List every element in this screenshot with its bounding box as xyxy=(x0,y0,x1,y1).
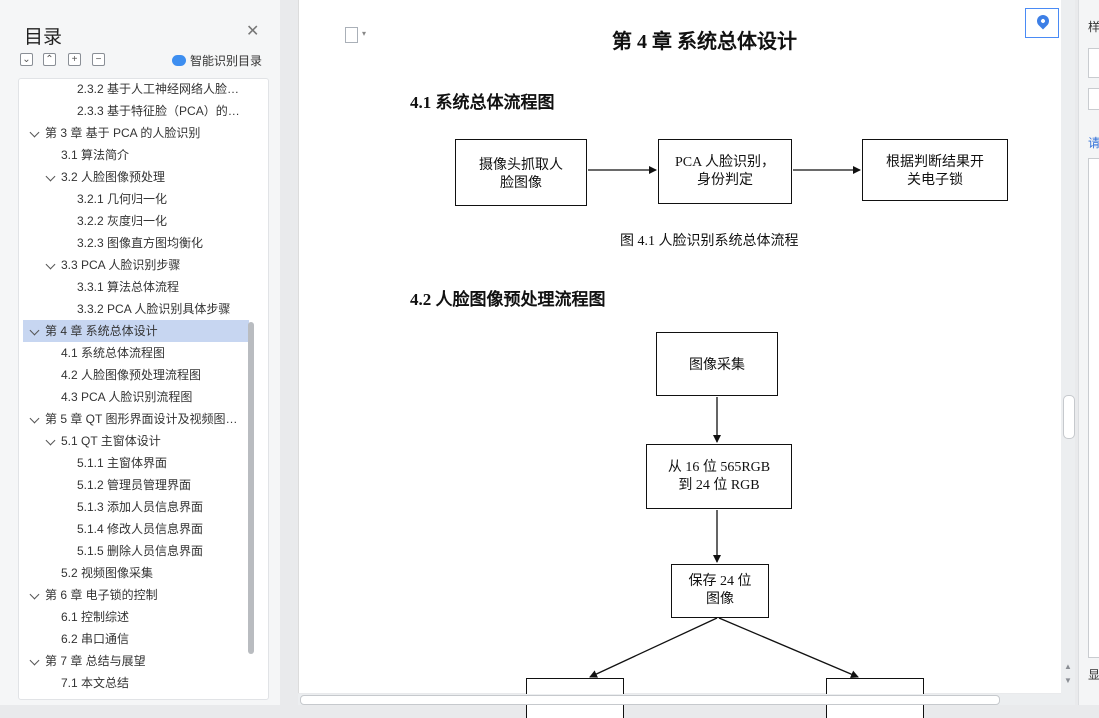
right-panel-list[interactable] xyxy=(1088,158,1099,658)
arrow-save-to-right xyxy=(718,617,859,678)
vertical-scrollbar[interactable] xyxy=(1061,0,1075,705)
flow2-box-capture: 图像采集 xyxy=(656,332,778,396)
flow2-box-save-label: 保存 24 位 图像 xyxy=(688,574,752,607)
flow2-box-convert: 从 16 位 565RGB 到 24 位 RGB xyxy=(646,444,792,509)
flow1-box-recognize: PCA 人脸识别， 身份判定 xyxy=(658,139,792,204)
flow2-box-convert-label: 从 16 位 565RGB 到 24 位 RGB xyxy=(667,459,771,493)
right-panel-label-bottom: 显 xyxy=(1088,668,1099,682)
smart-toc-label: 智能识别目录 xyxy=(190,54,263,68)
right-panel-field-1[interactable] xyxy=(1088,48,1099,78)
locate-button[interactable] xyxy=(1025,8,1059,38)
chapter-title: 第 4 章 系统总体设计 xyxy=(612,31,797,53)
toc-scrollbar[interactable] xyxy=(248,322,254,654)
flow1-box-lock: 根据判断结果开 关电子锁 xyxy=(862,139,1008,201)
scroll-down-icon[interactable]: ▼ xyxy=(1064,676,1072,685)
toc-item[interactable]: 第 4 章 系统总体设计 xyxy=(23,320,249,342)
collapse-all-icon[interactable]: ⌄ xyxy=(20,53,33,66)
smart-toc-icon xyxy=(172,55,186,66)
flow1-box-capture: 摄像头抓取人 脸图像 xyxy=(455,139,587,206)
flow1-box-recognize-label: PCA 人脸识别， 身份判定 xyxy=(675,154,775,188)
toc-title: 目录 xyxy=(24,27,63,48)
section-title-4-1: 4.1 系统总体流程图 xyxy=(410,93,555,112)
chevron-down-icon[interactable]: ▾ xyxy=(362,29,367,38)
right-panel-label-top: 样 xyxy=(1088,20,1099,34)
remove-heading-icon[interactable]: − xyxy=(92,53,105,66)
toc-pane: 目录 ✕ ⌄ ⌃ + − 智能识别目录 2.3.2 基于人工神经网络人脸…2.3… xyxy=(0,0,280,705)
right-panel-label-mid[interactable]: 请 xyxy=(1088,136,1099,150)
section-title-4-2: 4.2 人脸图像预处理流程图 xyxy=(410,290,606,309)
horizontal-scroll-thumb[interactable] xyxy=(300,695,1000,705)
vertical-scroll-thumb[interactable] xyxy=(1063,395,1075,439)
toc-tree: 2.3.2 基于人工神经网络人脸…2.3.3 基于特征脸（PCA）的…第 3 章… xyxy=(18,78,269,700)
flow1-box-capture-label: 摄像头抓取人 脸图像 xyxy=(479,155,563,190)
smart-toc-button[interactable]: 智能识别目录 xyxy=(172,52,262,69)
document-icon[interactable] xyxy=(345,27,358,43)
flow2-box-capture-label: 图像采集 xyxy=(689,356,745,372)
expand-all-icon[interactable]: ⌃ xyxy=(43,53,56,66)
flow2-box-save: 保存 24 位 图像 xyxy=(671,564,769,618)
close-icon[interactable]: ✕ xyxy=(246,23,260,40)
scroll-up-icon[interactable]: ▲ xyxy=(1064,662,1072,671)
map-pin-icon xyxy=(1034,12,1052,30)
flow1-box-lock-label: 根据判断结果开 关电子锁 xyxy=(886,153,984,187)
arrow-save-to-left xyxy=(589,617,718,678)
add-heading-icon[interactable]: + xyxy=(68,53,81,66)
right-panel-field-2[interactable] xyxy=(1088,88,1099,110)
figure-caption-4-1: 图 4.1 人脸识别系统总体流程 xyxy=(620,234,799,249)
